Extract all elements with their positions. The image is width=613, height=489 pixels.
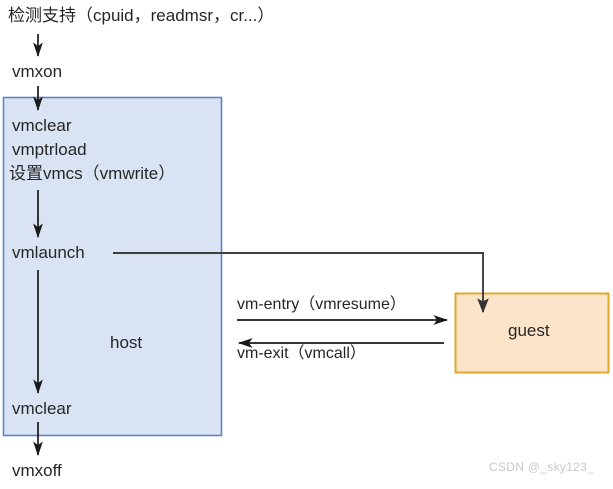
step-vmxoff: vmxoff — [12, 461, 62, 480]
title-detect-support: 检测支持（cpuid，readmsr，cr...） — [8, 6, 275, 25]
step-vmptrload: vmptrload — [12, 140, 87, 159]
arrow-vmlaunch-to-guest — [113, 252, 489, 314]
step-vmclear-second: vmclear — [12, 399, 72, 418]
transition-label-vm-exit: vm-exit（vmcall） — [237, 345, 366, 362]
step-vmxon: vmxon — [12, 62, 63, 81]
transition-label-vm-entry: vm-entry（vmresume） — [237, 296, 406, 313]
step-vmclear-first: vmclear — [12, 116, 72, 135]
step-set-vmcs: 设置vmcs（vmwrite） — [9, 164, 176, 183]
watermark: CSDN @_sky123_ — [489, 460, 595, 474]
step-vmlaunch: vmlaunch — [12, 243, 85, 262]
host-box — [2, 96, 223, 437]
host-box-label: host — [110, 333, 143, 352]
guest-box-label: guest — [508, 321, 550, 340]
